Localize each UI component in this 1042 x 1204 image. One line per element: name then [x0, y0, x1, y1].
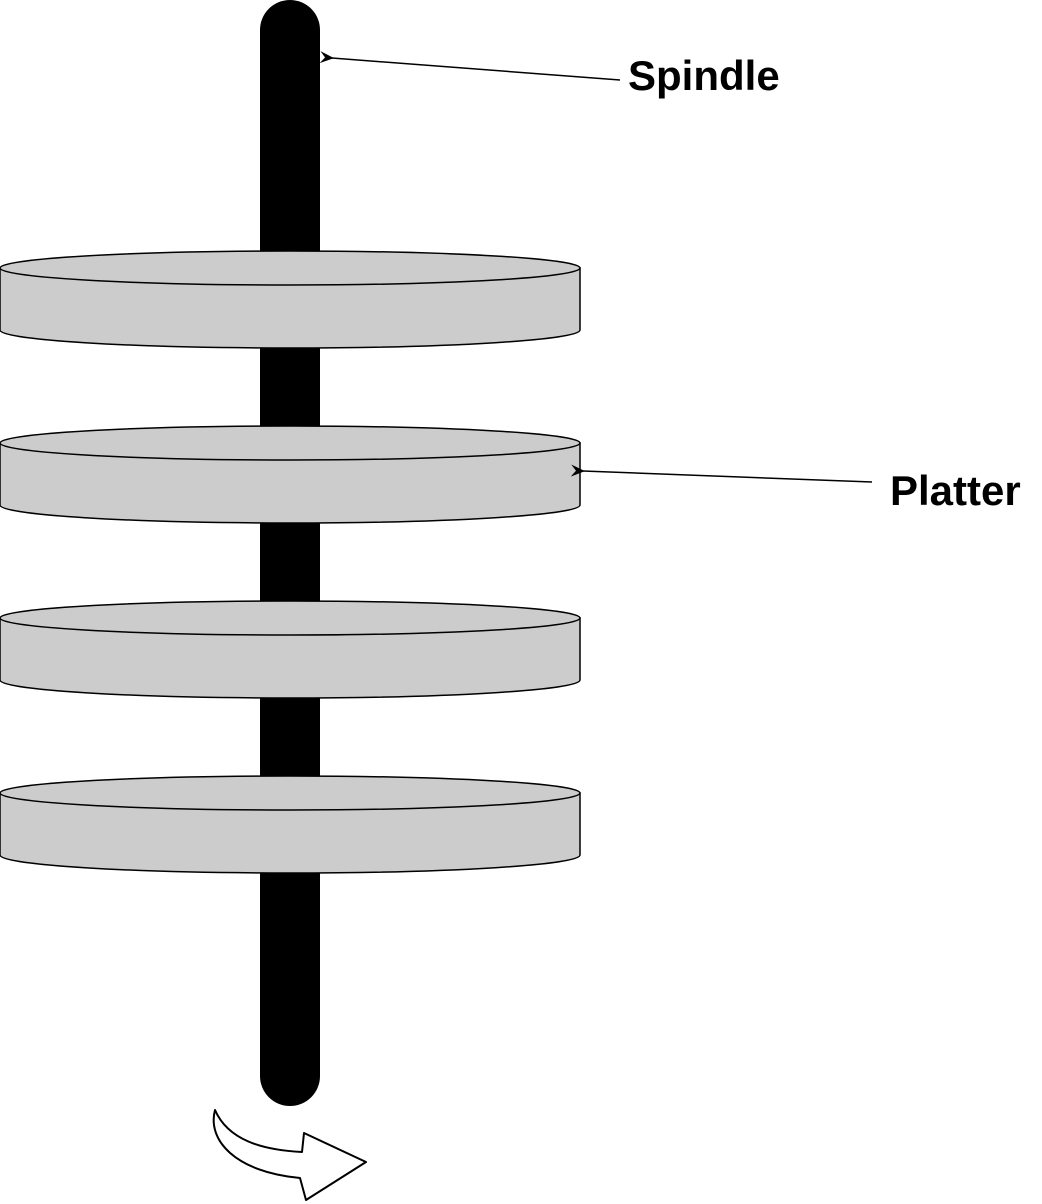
platter-label: Platter [890, 467, 1021, 514]
platter-3 [0, 600, 581, 699]
spindle-shaft [260, 0, 320, 1106]
platter-4 [0, 775, 581, 874]
platter-2 [0, 425, 581, 524]
spindle-pointer-arrow [319, 51, 621, 81]
spindle-label: Spindle [628, 52, 780, 99]
rotation-arrow-icon [212, 1109, 367, 1201]
platter-pointer-arrow [570, 464, 873, 483]
platter-1 [0, 250, 581, 349]
